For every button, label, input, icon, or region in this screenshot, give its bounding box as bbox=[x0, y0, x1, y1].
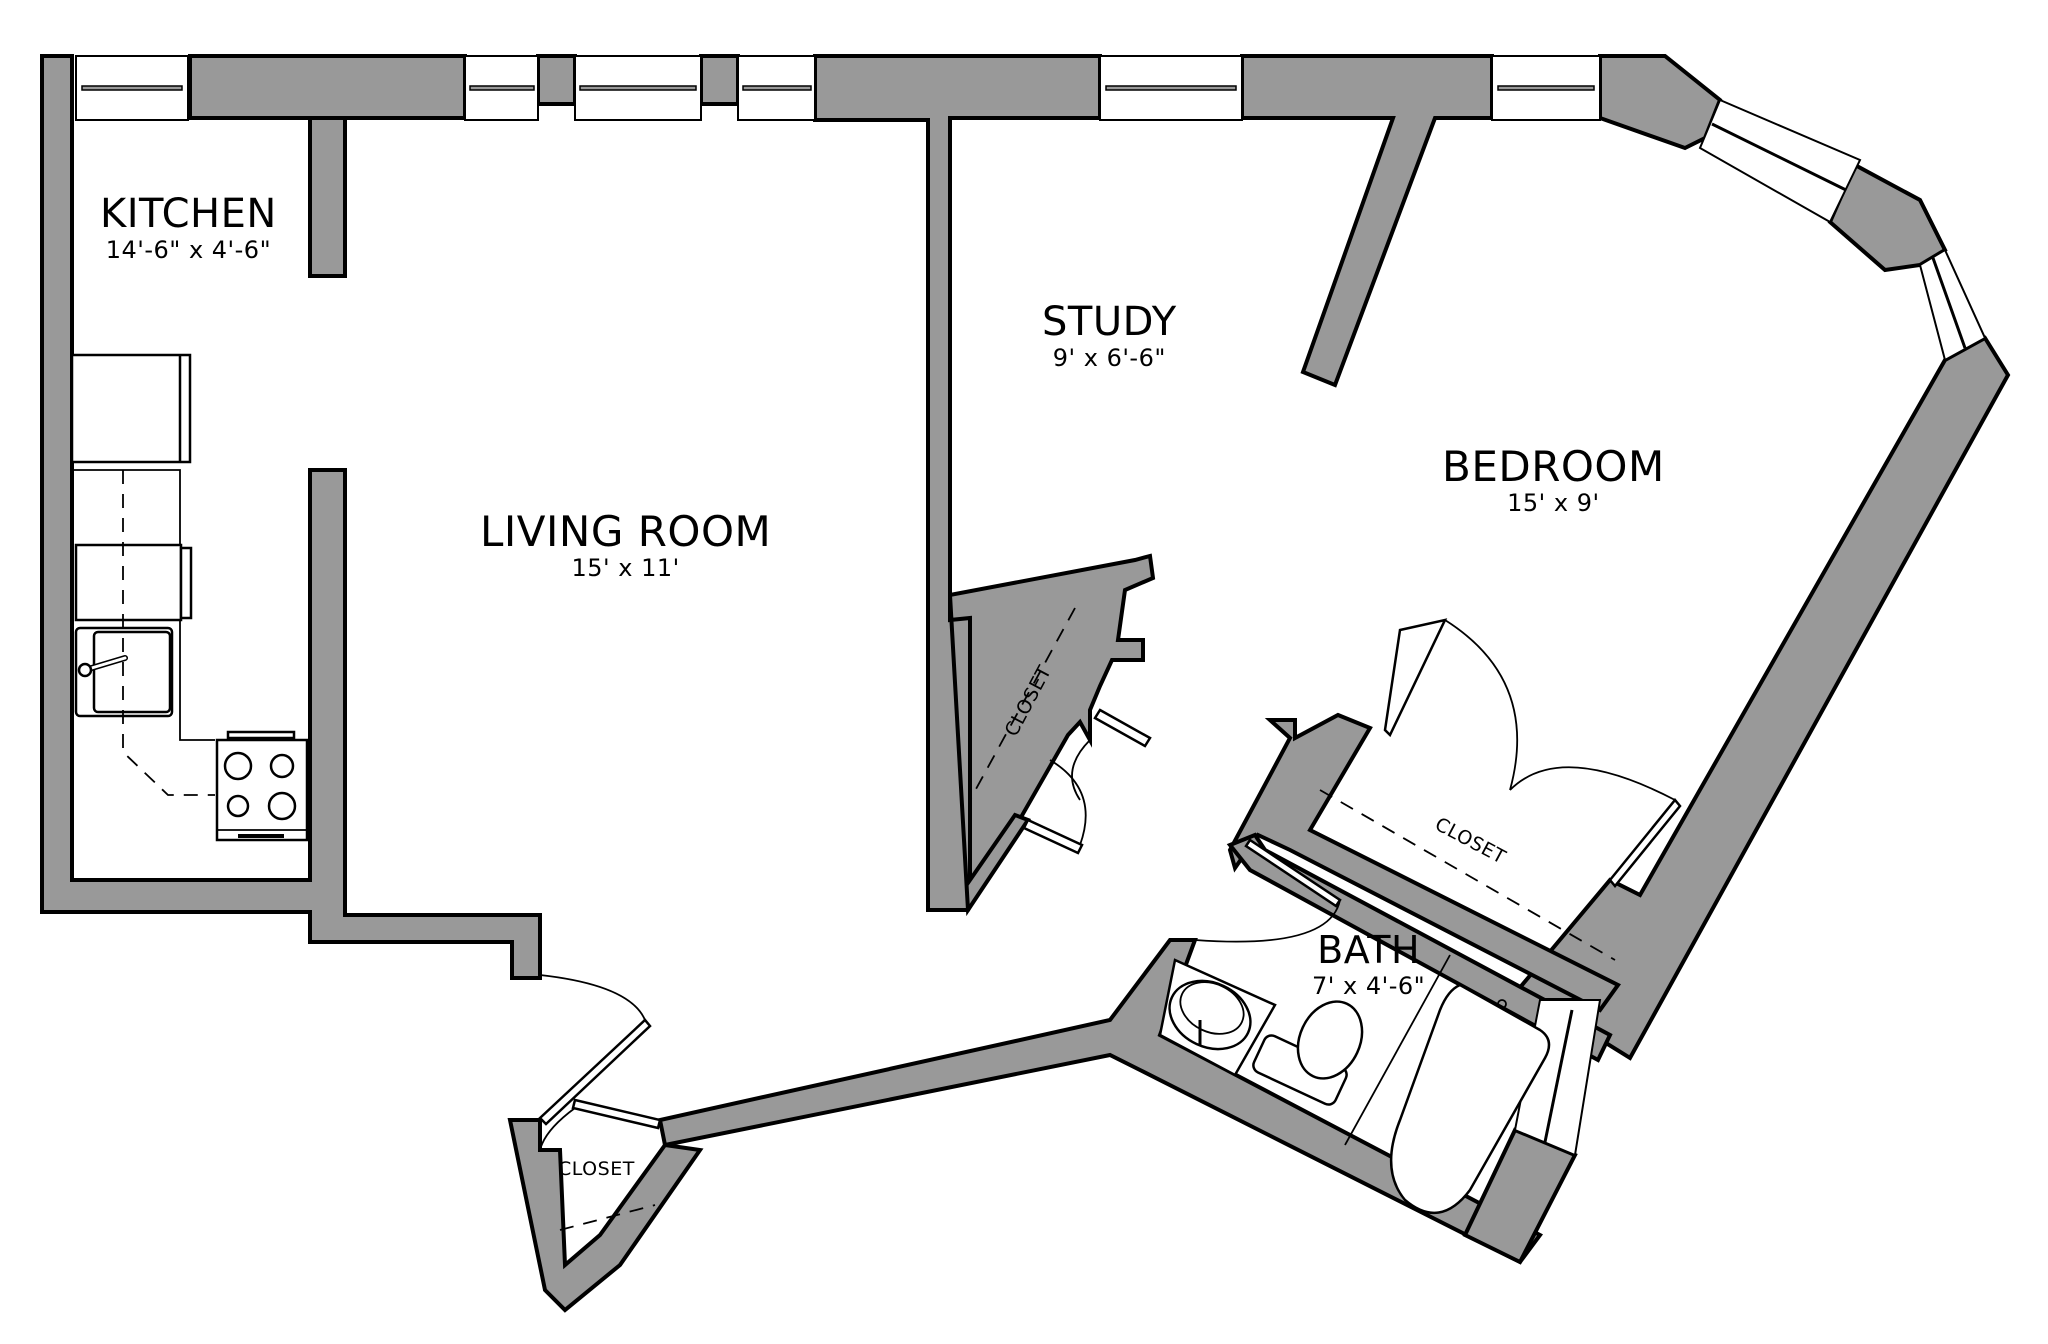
bathtub-icon bbox=[1389, 983, 1551, 1215]
window-bedroom-2 bbox=[1698, 98, 1862, 224]
study-closet-doors bbox=[1022, 708, 1152, 855]
tub-edge bbox=[1344, 954, 1451, 1146]
doors bbox=[538, 618, 1682, 1151]
room-living-room-name: LIVING ROOM bbox=[480, 507, 772, 556]
room-kitchen-name: KITCHEN bbox=[100, 191, 277, 237]
room-bath-dimensions: 7' x 4'-6" bbox=[1312, 972, 1426, 1000]
closet-entry-label: CLOSET bbox=[558, 1158, 635, 1180]
kitchen-sink-icon bbox=[74, 626, 174, 718]
entry-closet-rod bbox=[559, 1204, 656, 1231]
room-study: STUDY 9' x 6'-6" bbox=[1042, 300, 1177, 372]
toilet-icon bbox=[1252, 1000, 1364, 1106]
bedroom-closet-doors bbox=[1383, 618, 1682, 888]
wall-bedroom-closet bbox=[1227, 712, 1621, 1013]
window-study bbox=[1099, 55, 1243, 121]
wall-north-pillar-1 bbox=[536, 54, 577, 106]
wall-north-pillar-2 bbox=[699, 54, 740, 106]
room-living-room: LIVING ROOM 15' x 11' bbox=[480, 507, 772, 583]
wall-entry-closet bbox=[507, 1118, 704, 1313]
dishwasher-icon bbox=[74, 543, 193, 622]
wall-kitchen-west bbox=[40, 54, 542, 980]
study-closet-rod bbox=[969, 607, 1076, 801]
range-icon bbox=[215, 730, 309, 842]
kitchen-fixtures bbox=[70, 353, 309, 842]
room-bedroom-name: BEDROOM bbox=[1442, 442, 1665, 491]
room-bedroom-dimensions: 15' x 9' bbox=[1507, 489, 1600, 517]
window-bedroom-3 bbox=[1918, 248, 1987, 362]
refrigerator-icon bbox=[70, 353, 192, 464]
counter-edge-dashed bbox=[122, 470, 215, 796]
room-kitchen: KITCHEN 14'-6" x 4'-6" bbox=[100, 192, 277, 264]
window-living-1 bbox=[464, 55, 539, 121]
room-living-room-dimensions: 15' x 11' bbox=[571, 554, 680, 582]
room-bath-name: BATH bbox=[1317, 928, 1421, 972]
wall-kitchen-partition bbox=[308, 116, 347, 278]
room-study-name: STUDY bbox=[1042, 299, 1177, 345]
bath-sink-icon bbox=[1158, 958, 1277, 1077]
window-bedroom-1 bbox=[1491, 55, 1601, 121]
room-kitchen-dimensions: 14'-6" x 4'-6" bbox=[105, 236, 272, 264]
window-kitchen bbox=[75, 55, 189, 121]
window-living-3 bbox=[737, 55, 816, 121]
room-bath: BATH 7' x 4'-6" bbox=[1312, 928, 1425, 1000]
room-bedroom: BEDROOM 15' x 9' bbox=[1442, 442, 1665, 518]
entry-closet-door bbox=[539, 1098, 662, 1151]
wall-north-1 bbox=[188, 54, 467, 120]
wall-north-2 bbox=[813, 54, 1156, 912]
room-study-dimensions: 9' x 6'-6" bbox=[1052, 344, 1166, 372]
bedroom-closet-rod bbox=[1319, 789, 1616, 961]
window-living-2 bbox=[574, 55, 702, 121]
wall-study-closet bbox=[948, 594, 1032, 917]
wall-north-3 bbox=[1240, 54, 1494, 388]
bath-door bbox=[1194, 838, 1342, 943]
bath-fixtures bbox=[1158, 954, 1551, 1215]
wall-northeast-1 bbox=[1598, 54, 1723, 151]
entry-door bbox=[538, 974, 652, 1126]
